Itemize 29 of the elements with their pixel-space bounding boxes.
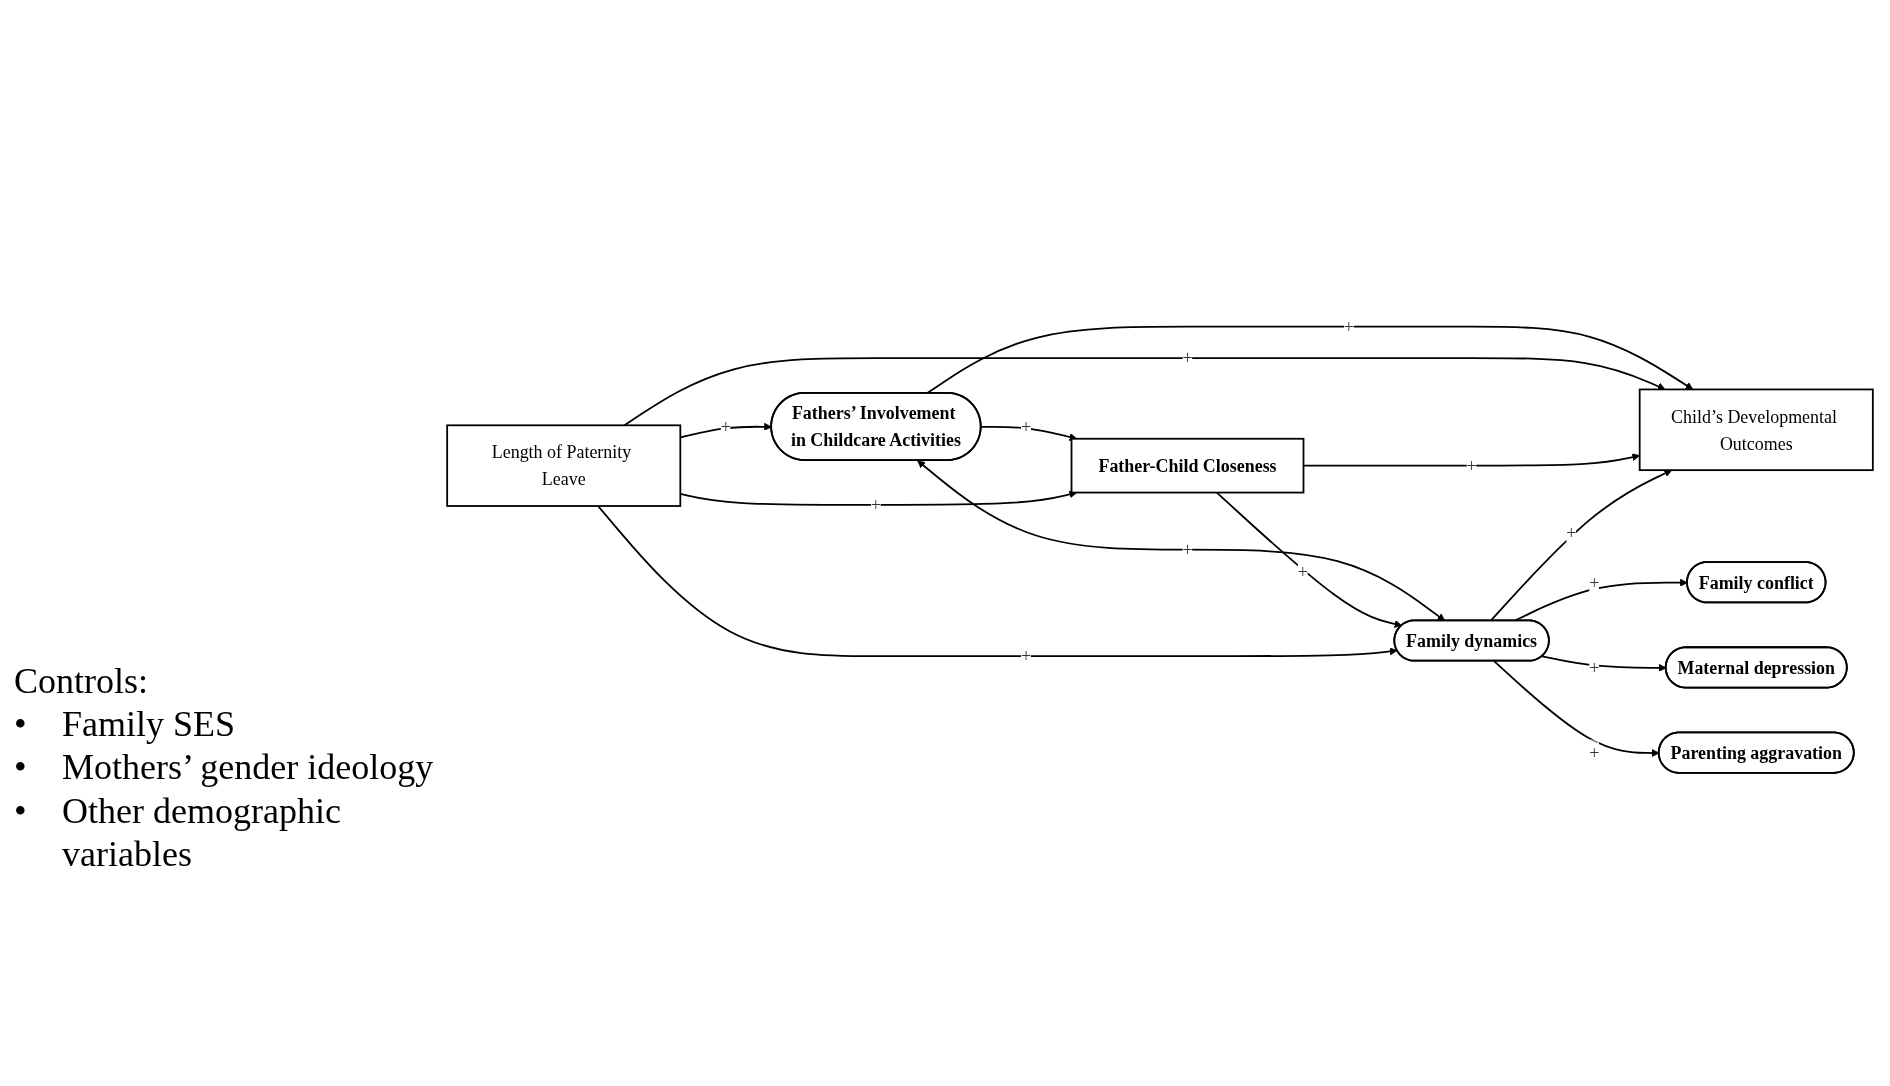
controls-heading: Controls:	[14, 660, 149, 703]
node-box: Length of Paternity Leave	[446, 424, 682, 507]
control-variable-item: Family SES	[62, 703, 236, 747]
arrow	[623, 357, 1666, 427]
control-variable-item: Mothers’ gender ideology	[62, 746, 434, 790]
arrow	[1489, 469, 1673, 622]
edge-label: +	[1589, 742, 1600, 763]
bullet-marker: •	[14, 789, 28, 833]
edge-label: +	[1589, 572, 1600, 593]
edge-label: +	[1343, 316, 1354, 337]
edge-label: +	[1182, 539, 1193, 560]
edge-label: +	[870, 495, 881, 515]
edge-label: +	[1466, 455, 1477, 476]
arrow	[597, 505, 1398, 658]
edge-label: +	[1297, 561, 1308, 582]
bullet-marker: •	[14, 746, 28, 790]
edge-label: +	[1021, 646, 1032, 667]
arrow	[1215, 491, 1403, 628]
arrow	[917, 460, 1446, 622]
node-box: Child’s Developmental Outcomes	[1638, 388, 1874, 472]
bullet-marker: •	[14, 703, 28, 747]
arrow	[980, 425, 1078, 441]
edge-label: +	[1182, 348, 1193, 368]
edge-label: +	[1021, 416, 1032, 437]
node-box: Father-Child Closeness	[1070, 437, 1305, 494]
edge-label: +	[1589, 657, 1600, 678]
control-variable-item: Other demographic variables	[62, 789, 342, 876]
edge-label: +	[1566, 522, 1577, 543]
edge-label: +	[720, 416, 731, 437]
